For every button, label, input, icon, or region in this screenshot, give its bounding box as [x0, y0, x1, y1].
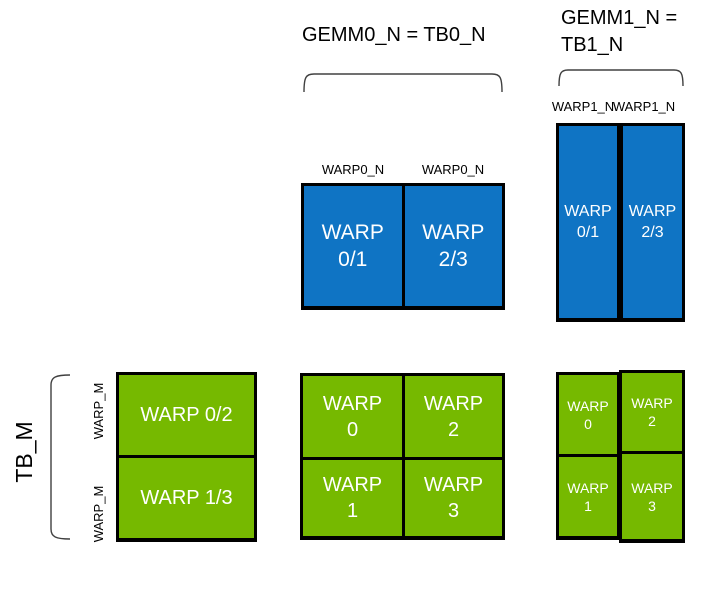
- warp-2-cell-right: WARP 2: [622, 373, 682, 451]
- gemm1-n-bracket: [558, 69, 684, 87]
- warp-1-mid-line1: WARP: [322, 474, 383, 496]
- warp1-n-label-left: WARP1_N: [551, 99, 615, 114]
- warp-1-mid-line2: 1: [346, 500, 359, 522]
- tb-m-label: TB_M: [11, 421, 37, 483]
- warp-3-cell-mid: WARP 3: [405, 460, 502, 536]
- warp-0-1-tall-line2: 0/1: [576, 224, 600, 241]
- warp-2-3-cell-wide: WARP 2/3: [404, 186, 502, 306]
- warp-1-3-label: WARP 1/3: [140, 487, 233, 509]
- warp-1-right-line2: 1: [584, 497, 592, 514]
- warp-1-3-cell: WARP 1/3: [119, 458, 254, 538]
- warp-2-3-tall-line2: 2/3: [641, 224, 664, 241]
- warp-2-right-line1: WARP: [631, 395, 673, 411]
- warp-0-1-cell-wide: WARP 0/1: [304, 186, 402, 306]
- warp-0-mid-line1: WARP: [322, 392, 383, 415]
- warp-0-cell-right: WARP 0: [559, 375, 617, 454]
- warp-m-label-bottom: WARP_M: [91, 485, 106, 543]
- warp-0-1-wide-line1: WARP: [321, 221, 384, 244]
- gemm1-n-title: GEMM1_N = TB1_N: [561, 5, 677, 59]
- warp-2-3-tall-line1: WARP: [628, 203, 677, 220]
- warp-0-mid-line2: 0: [346, 418, 359, 441]
- warp-2-3-cell-tall: WARP 2/3: [620, 123, 685, 322]
- gemm1-n-title-line1: GEMM1_N =: [561, 7, 678, 29]
- warp1-n-label-right: WARP1_N: [612, 99, 676, 114]
- warp-0-2-label: WARP 0/2: [140, 404, 233, 426]
- warp-2-cell-mid: WARP 2: [405, 376, 502, 457]
- warp-3-cell-right: WARP 3: [622, 454, 682, 539]
- blue-wide-box: WARP 0/1 WARP 2/3: [301, 183, 505, 310]
- green-left-box: WARP 0/2 WARP 1/3: [116, 372, 257, 542]
- gemm1-n-title-line2: TB1_N: [561, 34, 624, 56]
- warp-2-right-line2: 2: [648, 413, 656, 429]
- green-mid-box: WARP 0 WARP 2 WARP 1 WARP 3: [300, 373, 505, 540]
- warp-0-2-cell: WARP 0/2: [119, 375, 254, 455]
- warp-2-mid-line2: 2: [447, 418, 460, 441]
- warp0-n-label-left: WARP0_N: [321, 162, 385, 177]
- gemm0-n-title: GEMM0_N = TB0_N: [302, 24, 486, 46]
- warp-0-cell-mid: WARP 0: [303, 376, 402, 457]
- warp-3-mid-line2: 3: [447, 500, 460, 522]
- warp-1-right-line1: WARP: [567, 479, 609, 496]
- gemm0-n-bracket: [303, 73, 503, 93]
- warp-0-1-tall-line1: WARP: [564, 203, 612, 220]
- warp-0-1-cell-tall: WARP 0/1: [556, 123, 620, 322]
- warp0-n-label-right: WARP0_N: [421, 162, 485, 177]
- green-right-left-column: WARP 0 WARP 1: [556, 372, 620, 540]
- warp-3-right-line1: WARP: [631, 479, 673, 496]
- warp-1-cell-mid: WARP 1: [303, 460, 402, 536]
- tb-m-bracket: [50, 374, 71, 540]
- warp-0-right-line2: 0: [584, 415, 592, 432]
- warp-1-cell-right: WARP 1: [559, 457, 617, 536]
- warp-2-mid-line1: WARP: [423, 392, 484, 415]
- green-right-right-column: WARP 2 WARP 3: [619, 370, 685, 543]
- warp-m-label-top: WARP_M: [91, 382, 106, 440]
- warp-2-3-wide-line1: WARP: [422, 221, 485, 244]
- warp-0-right-line1: WARP: [567, 397, 609, 414]
- warp-2-3-wide-line2: 2/3: [438, 248, 468, 271]
- warp-3-mid-line1: WARP: [423, 474, 484, 496]
- warp-3-right-line2: 3: [648, 497, 656, 514]
- warp-0-1-wide-line2: 0/1: [338, 248, 368, 271]
